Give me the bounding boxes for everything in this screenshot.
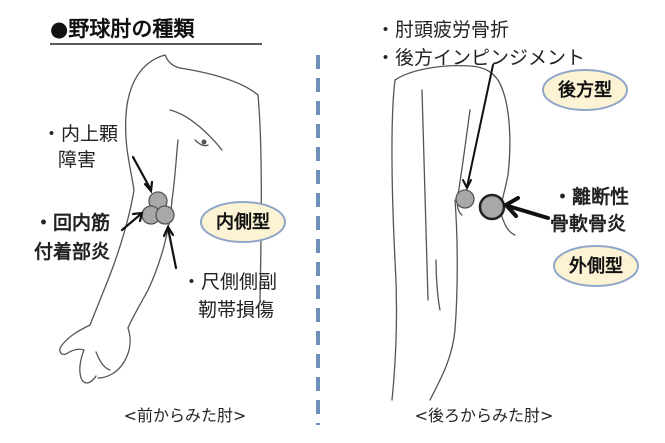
front-pointer-lines (120, 155, 178, 270)
front-lesion-markers (141, 191, 175, 225)
marker-olecranon (455, 189, 475, 209)
label-ocd-1: ・離断性 (553, 185, 629, 208)
medial-type-badge: 内側型 (200, 201, 286, 243)
label-medial-epicondyle-2: 障害 (58, 149, 96, 171)
back-lesion-markers (455, 189, 506, 221)
medial-type-label: 内側型 (216, 211, 270, 233)
label-ucl-2: 靭帯損傷 (198, 299, 274, 321)
label-posterior-impingement: ・後方インピンジメント (376, 47, 585, 69)
back-caption: <後ろからみた肘> (415, 406, 554, 425)
diagram-title: ●野球肘の種類 (50, 17, 195, 41)
label-medial-epicondyle-1: ・内上顆 (42, 123, 118, 145)
lateral-type-label: 外側型 (569, 255, 623, 277)
label-ucl-1: ・尺側側副 (182, 271, 277, 293)
back-pointer-lines (462, 64, 550, 220)
front-caption: <前からみた肘> (124, 406, 247, 425)
posterior-type-badge: 後方型 (542, 69, 628, 111)
marker-ocd (478, 193, 506, 221)
back-body-illustration (391, 64, 516, 401)
label-pronator-2: 付着部炎 (34, 240, 110, 263)
label-pronator-1: ・回内筋 (34, 211, 110, 234)
marker-ucl (155, 205, 175, 225)
posterior-type-label: 後方型 (558, 79, 612, 101)
label-ocd-2: 骨軟骨炎 (550, 212, 626, 235)
lateral-type-badge: 外側型 (553, 245, 639, 287)
label-olecranon-stress: ・肘頭疲労骨折 (376, 19, 509, 41)
front-body-illustration (59, 54, 262, 384)
